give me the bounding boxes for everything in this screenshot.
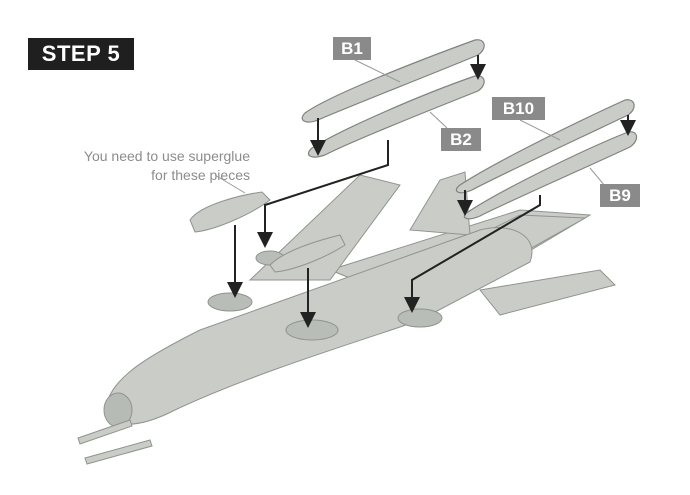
pitot-probe-lower (85, 440, 152, 464)
label-b10: B10 (492, 97, 545, 120)
pylon-right (398, 309, 442, 327)
label-b1: B1 (333, 37, 371, 60)
tail-fin (410, 172, 470, 235)
pylon-center (286, 320, 338, 340)
pylon-left-inner (208, 293, 252, 311)
label-b9: B9 (600, 184, 640, 207)
label-b2: B2 (441, 128, 481, 151)
pitot-probe (78, 420, 132, 444)
jet-model (78, 172, 615, 464)
small-missile (190, 192, 270, 232)
